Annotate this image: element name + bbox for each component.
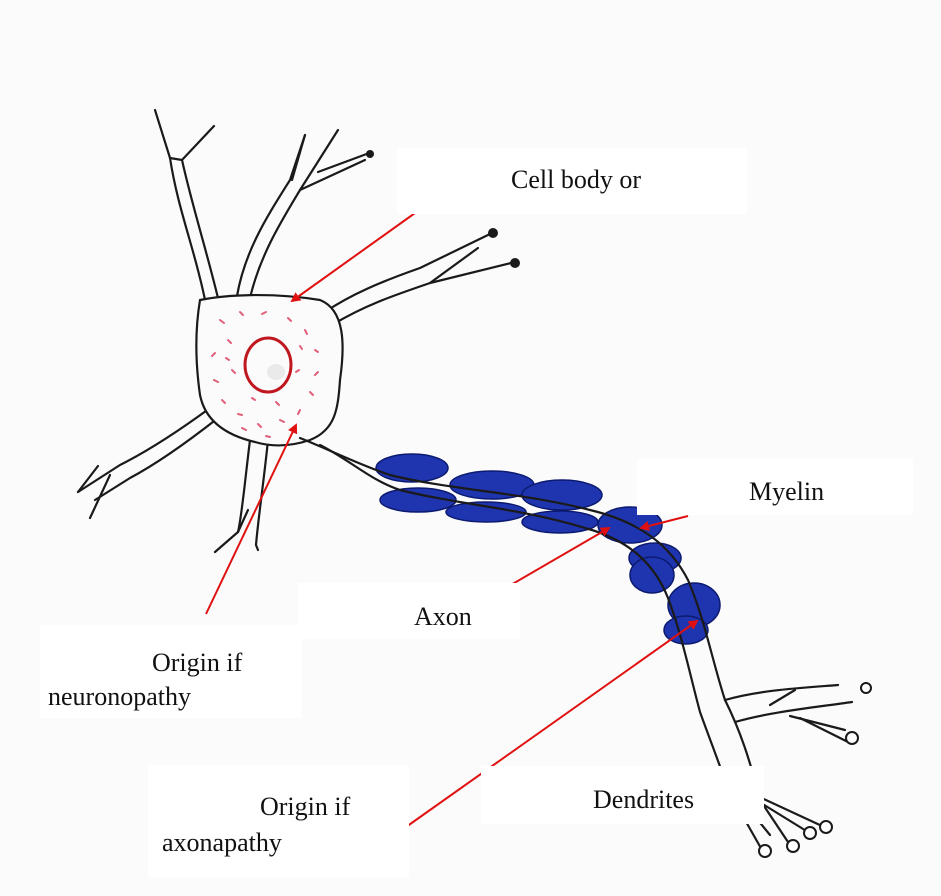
label-axonopathy: Origin if axonapathy <box>148 765 409 877</box>
label-myelin: Myelin <box>637 459 913 515</box>
label-axonopathy-line2: axonapathy <box>162 829 282 857</box>
label-axon-text: Axon <box>414 603 472 631</box>
label-neuronopathy: Origin if neuronopathy <box>40 625 302 718</box>
label-cell-body-text: Cell body or <box>511 166 641 194</box>
label-cell-body: Cell body or <box>397 148 747 214</box>
dendrites-upper <box>155 110 515 325</box>
label-neuronopathy-line1: Origin if <box>152 649 242 677</box>
label-neuronopathy-line2: neuronopathy <box>48 683 191 711</box>
arrow-neuronopathy <box>206 425 296 614</box>
label-myelin-text: Myelin <box>749 478 824 506</box>
nucleolus <box>267 364 285 380</box>
label-dendrites-text: Dendrites <box>593 786 694 814</box>
label-axon: Axon <box>298 583 520 639</box>
nucleus <box>245 338 291 392</box>
label-dendrites: Dendrites <box>481 766 764 824</box>
label-axonopathy-line1: Origin if <box>260 793 350 821</box>
axon-terminals <box>759 683 871 857</box>
